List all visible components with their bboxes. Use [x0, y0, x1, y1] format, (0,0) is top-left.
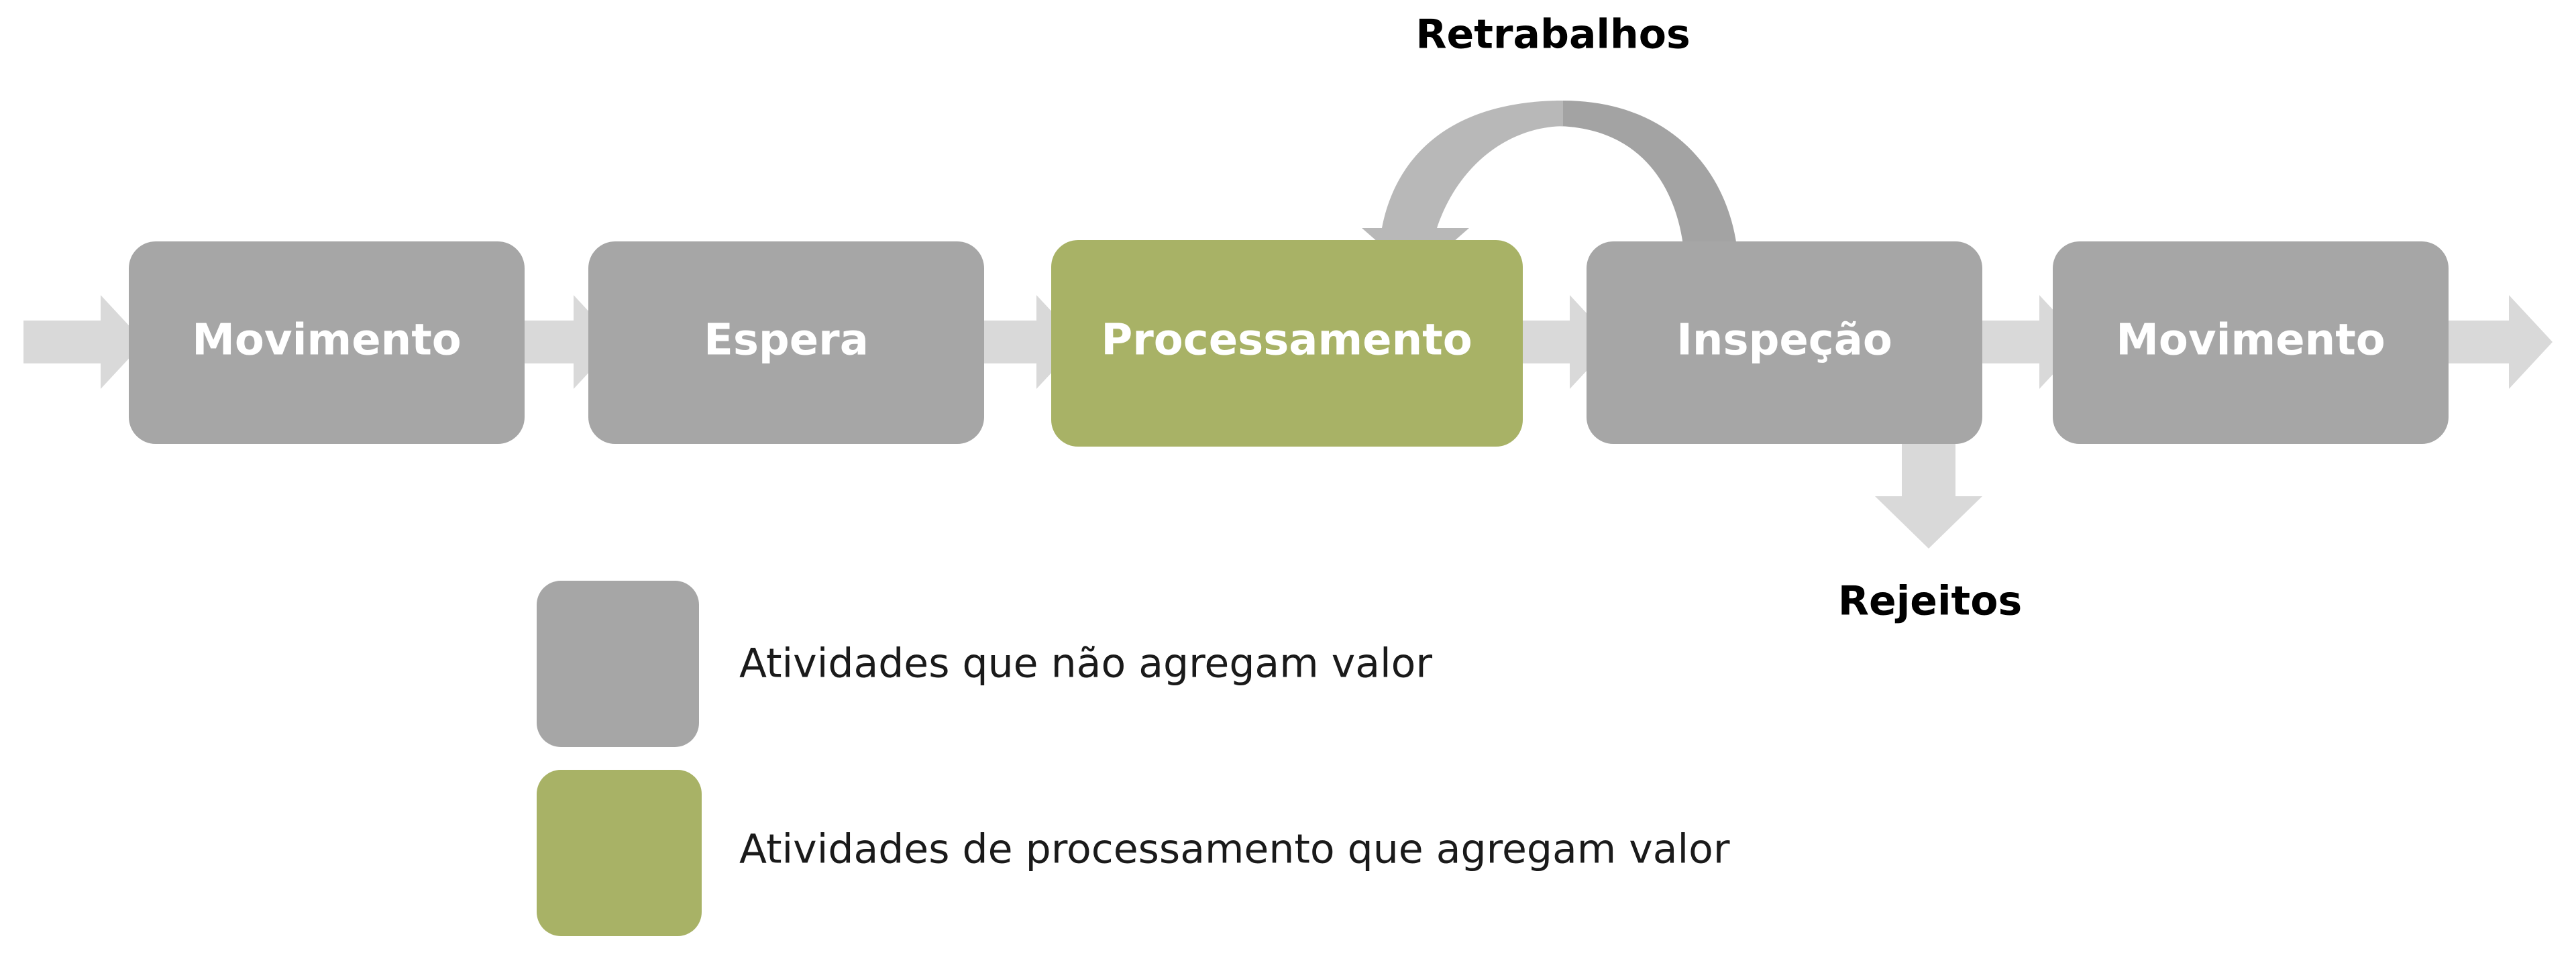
rejects-label: Rejeitos [1838, 578, 2022, 625]
rework-label: Retrabalhos [1415, 11, 1690, 58]
step-label: Processamento [1101, 316, 1472, 365]
legend: Atividades que não agregam valor Ativida… [537, 581, 1730, 936]
step-label: Espera [704, 316, 869, 365]
flow-arrow-in [23, 295, 144, 389]
step-box-bg [588, 241, 984, 444]
step-box-espera: Espera [588, 241, 984, 444]
rework-arrow-right-half [1556, 101, 1739, 275]
step-box-bg [1587, 241, 1982, 444]
step-box-bg [2053, 241, 2449, 444]
step-box-processamento: Processamento [1051, 240, 1523, 447]
step-label: Movimento [2116, 316, 2385, 365]
flow-arrow-3 [1489, 295, 1613, 389]
step-box-bg [1051, 240, 1523, 447]
step-label: Inspeção [1676, 316, 1892, 365]
legend-label-non-value: Atividades que não agregam valor [739, 640, 1432, 687]
legend-swatch-value [537, 770, 702, 936]
step-box-movimento-1: Movimento [129, 241, 525, 444]
rework-arrow-left-half [1362, 101, 1563, 275]
step-box-bg [129, 241, 525, 444]
flow-arrow-out [2428, 295, 2553, 389]
step-box-movimento-2: Movimento [2053, 241, 2449, 444]
flow-arrow-2 [956, 295, 1080, 389]
legend-label-value: Atividades de processamento que agregam … [739, 826, 1730, 873]
legend-swatch-non-value [537, 581, 699, 747]
step-label: Movimento [192, 316, 462, 365]
flow-arrow-1 [493, 295, 617, 389]
flow-arrow-4 [1959, 295, 2083, 389]
rejects-arrow [1875, 421, 1982, 549]
step-box-inspecao: Inspeção [1587, 241, 1982, 444]
